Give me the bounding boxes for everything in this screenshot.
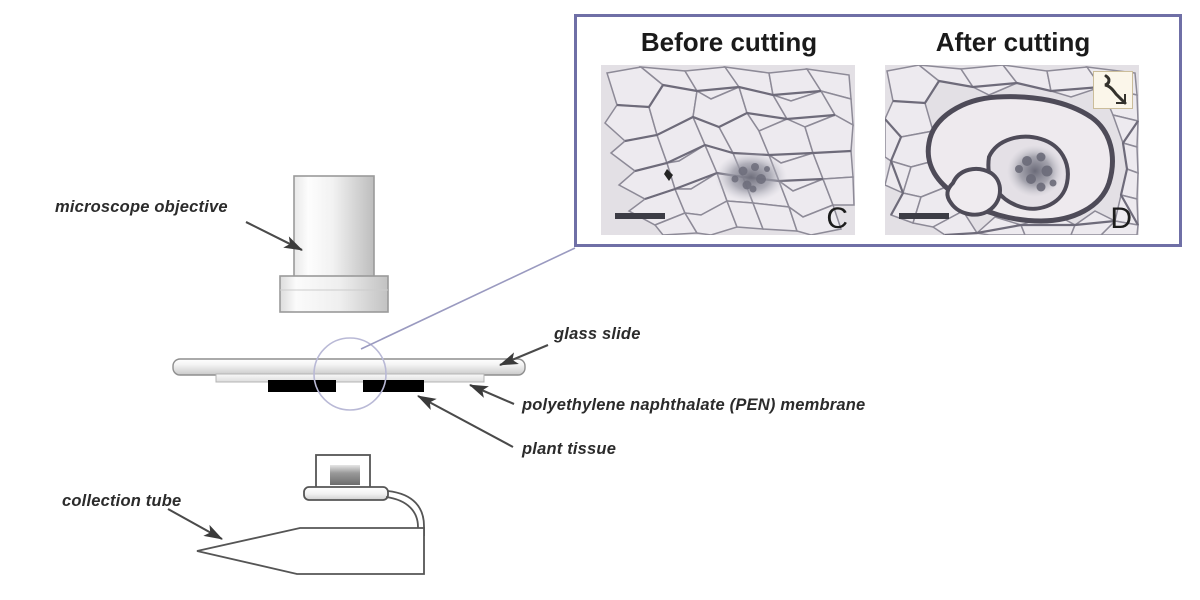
micrograph-inset-box: Before cutting After cutting <box>574 14 1182 247</box>
microscope-objective <box>279 175 389 313</box>
callout-arrows <box>167 221 549 540</box>
arrow-to-pen-membrane <box>469 384 515 405</box>
magnified-region-circle <box>313 337 387 411</box>
label-pen-membrane: polyethylene naphthalate (PEN) membrane <box>522 396 866 414</box>
micrograph-panel-before-cutting: C <box>601 65 855 235</box>
arrow-to-objective <box>245 221 303 251</box>
pen-membrane <box>215 373 485 383</box>
label-collection-tube: collection tube <box>62 492 182 510</box>
glass-slide <box>172 358 526 376</box>
magnifier-leader-line <box>360 247 576 350</box>
arrow-to-plant-tissue <box>417 395 514 448</box>
panel-title-after-cutting: After cutting <box>935 27 1091 57</box>
collection-tube <box>196 454 425 575</box>
panel-letter-d: D <box>1110 202 1132 235</box>
arrow-to-collection-tube <box>167 508 223 540</box>
panel-inset-thumbnail <box>1093 71 1133 109</box>
panel-title-before-cutting: Before cutting <box>640 27 818 57</box>
plant-tissue <box>268 380 424 392</box>
label-microscope-objective: microscope objective <box>55 198 228 216</box>
panel-letter-c: C <box>826 202 848 235</box>
micrograph-panel-after-cutting: D <box>885 65 1139 235</box>
scale-bar-d <box>899 213 949 219</box>
label-plant-tissue: plant tissue <box>522 440 617 458</box>
inset-cut-shape-icon <box>1104 74 1127 105</box>
arrow-to-glass-slide <box>499 344 549 366</box>
label-glass-slide: glass slide <box>554 325 641 343</box>
scale-bar-c <box>615 213 665 219</box>
micrograph-image-c <box>601 65 855 235</box>
